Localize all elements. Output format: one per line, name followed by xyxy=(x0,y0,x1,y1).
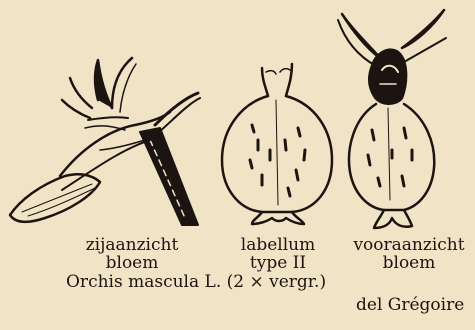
caption-front-view-line2: bloem xyxy=(346,254,472,272)
caption-side-view-line1: zijaanzicht xyxy=(78,236,186,254)
labellum-drawing xyxy=(222,64,332,224)
caption-side-view-line2: bloem xyxy=(78,254,186,272)
caption-front-view: vooraanzicht bloem xyxy=(346,236,472,272)
artist-credit: del Grégoire xyxy=(356,296,464,314)
caption-labellum: labellum type II xyxy=(232,236,324,272)
caption-side-view: zijaanzicht bloem xyxy=(78,236,186,272)
front-view-flower-drawing xyxy=(338,10,446,228)
caption-front-view-line1: vooraanzicht xyxy=(346,236,472,254)
side-view-flower-drawing xyxy=(10,58,200,225)
caption-labellum-line1: labellum xyxy=(232,236,324,254)
species-caption: Orchis mascula L. (2 × vergr.) xyxy=(66,273,326,291)
caption-labellum-line2: type II xyxy=(232,254,324,272)
